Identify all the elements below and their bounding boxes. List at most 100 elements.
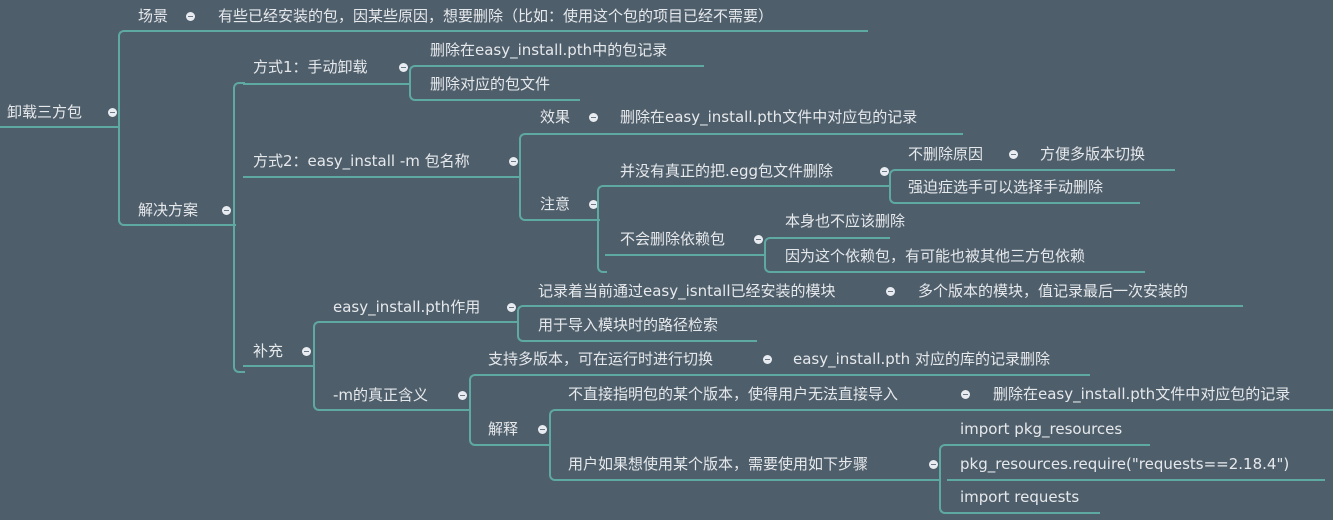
step-node[interactable]: pkg_resources.require("requests==2.18.4"… — [960, 455, 1290, 473]
branch-connector — [517, 305, 527, 323]
collapse-icon[interactable] — [589, 200, 598, 209]
egg-node[interactable]: 并没有真正的把.egg包文件删除 — [620, 162, 834, 180]
underline — [527, 133, 963, 135]
branch-connector — [233, 224, 245, 373]
underline — [417, 99, 580, 101]
collapse-icon[interactable] — [754, 235, 763, 244]
underline — [477, 374, 1090, 376]
branch-connector — [549, 409, 559, 446]
collapse-icon[interactable] — [222, 206, 231, 215]
explain-node[interactable]: 解释 — [488, 420, 519, 438]
underline — [947, 444, 1150, 446]
collapse-icon[interactable] — [399, 63, 408, 72]
solution-underline — [128, 224, 236, 226]
method2-underline — [243, 176, 521, 178]
collapse-icon[interactable] — [961, 390, 970, 399]
note-node[interactable]: 注意 — [540, 195, 571, 213]
path-node[interactable]: 用于导入模块时的路径检索 — [538, 316, 719, 334]
steps-node[interactable]: 用户如果想使用某个版本，需要使用如下步骤 — [568, 455, 869, 473]
branch-connector — [519, 133, 529, 178]
collapse-icon[interactable] — [186, 12, 195, 21]
branch-connector — [939, 444, 949, 481]
scene-node[interactable]: 场景 — [138, 7, 169, 25]
underline — [321, 321, 519, 323]
branch-connector — [118, 126, 130, 226]
branch-connector — [764, 237, 774, 256]
collapse-icon[interactable] — [458, 391, 467, 400]
step-node[interactable]: import requests — [960, 488, 1080, 506]
no-direct-content-node[interactable]: 删除在easy_install.pth文件中对应包的记录 — [993, 385, 1291, 403]
underline — [557, 409, 1333, 411]
underline — [605, 185, 891, 187]
root-underline — [0, 126, 120, 128]
collapse-icon[interactable] — [880, 167, 889, 176]
underline — [477, 444, 551, 446]
branch-connector — [469, 374, 479, 411]
collapse-icon[interactable] — [507, 303, 516, 312]
collapse-icon[interactable] — [929, 460, 938, 469]
deps-child-node[interactable]: 本身也不应该删除 — [785, 212, 906, 230]
scene-underline — [128, 30, 868, 32]
method1-child-node[interactable]: 删除对应的包文件 — [430, 75, 551, 93]
record-content-node[interactable]: 多个版本的模块，值记录最后一次安装的 — [918, 282, 1189, 300]
underline — [527, 219, 600, 221]
underline — [897, 202, 1140, 204]
underline — [947, 512, 1100, 514]
underline — [525, 305, 1243, 307]
reason-node[interactable]: 不删除原因 — [908, 145, 984, 163]
collapse-icon[interactable] — [589, 113, 598, 122]
method2-node[interactable]: 方式2：easy_install -m 包名称 — [253, 152, 470, 170]
method1-underline — [243, 83, 411, 85]
effect-node[interactable]: 效果 — [540, 108, 571, 126]
branch-connector — [233, 82, 245, 226]
branch-connector — [764, 254, 774, 273]
branch-connector — [597, 185, 607, 221]
branch-connector — [597, 219, 607, 273]
deps-node[interactable]: 不会删除依赖包 — [620, 230, 726, 248]
step-node[interactable]: import pkg_resources — [960, 420, 1123, 438]
underline — [417, 65, 704, 67]
collapse-icon[interactable] — [108, 108, 117, 117]
branch-connector — [313, 365, 323, 411]
scene-content-node[interactable]: 有些已经安装的包，因某些原因，想要删除（比如：使用这个包的项目已经不需要） — [218, 7, 774, 25]
collapse-icon[interactable] — [538, 425, 547, 434]
no-direct-node[interactable]: 不直接指明包的某个版本，使得用户无法直接导入 — [568, 385, 899, 403]
root-node[interactable]: 卸载三方包 — [7, 103, 83, 121]
underline — [605, 254, 766, 256]
underline — [525, 340, 757, 342]
branch-connector — [409, 65, 419, 85]
branch-connector — [313, 321, 323, 367]
underline — [772, 237, 890, 239]
supplement-node[interactable]: 补充 — [253, 342, 284, 360]
multi-version-content-node[interactable]: easy_install.pth 对应的库的记录删除 — [793, 350, 1050, 368]
collapse-icon[interactable] — [509, 157, 518, 166]
effect-content-node[interactable]: 删除在easy_install.pth文件中对应包的记录 — [620, 108, 918, 126]
record-node[interactable]: 记录着当前通过easy_isntall已经安装的模块 — [538, 282, 836, 300]
underline — [243, 365, 315, 367]
collapse-icon[interactable] — [886, 287, 895, 296]
collapse-icon[interactable] — [763, 355, 772, 364]
m-meaning-node[interactable]: -m的真正含义 — [333, 386, 429, 404]
underline — [557, 479, 941, 481]
collapse-icon[interactable] — [1009, 150, 1018, 159]
underline — [321, 409, 471, 411]
branch-connector — [549, 444, 559, 481]
method1-node[interactable]: 方式1：手动卸载 — [253, 58, 368, 76]
manual-node[interactable]: 强迫症选手可以选择手动删除 — [908, 178, 1104, 196]
underline — [772, 271, 1145, 273]
branch-connector — [118, 30, 130, 128]
branch-connector — [519, 176, 529, 221]
branch-connector — [469, 409, 479, 446]
deps-child-node[interactable]: 因为这个依赖包，有可能也被其他三方包依赖 — [785, 247, 1086, 265]
branch-connector — [517, 321, 527, 342]
solution-node[interactable]: 解决方案 — [138, 201, 199, 219]
collapse-icon[interactable] — [302, 347, 311, 356]
branch-connector — [889, 185, 899, 204]
reason-content-node[interactable]: 方便多版本切换 — [1040, 145, 1146, 163]
method1-child-node[interactable]: 删除在easy_install.pth中的包记录 — [430, 41, 668, 59]
underline — [897, 169, 1175, 171]
pth-role-node[interactable]: easy_install.pth作用 — [333, 298, 481, 316]
branch-connector — [409, 83, 419, 101]
multi-version-node[interactable]: 支持多版本，可在运行时进行切换 — [488, 350, 714, 368]
